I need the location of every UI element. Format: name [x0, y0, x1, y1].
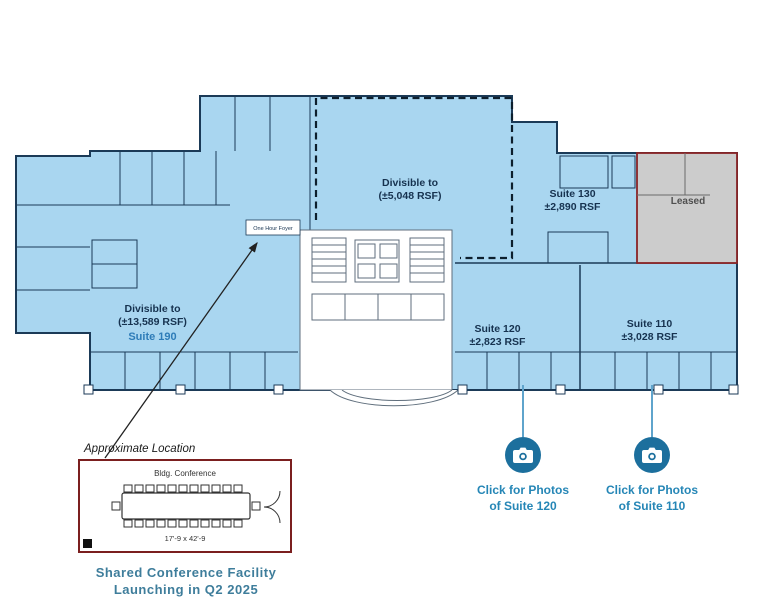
conference-chairs [111, 484, 261, 528]
leased-interior-walls [637, 153, 710, 196]
label-leased: Leased [648, 195, 728, 208]
conference-room-label: Bldg. Conference [154, 469, 216, 478]
divisible-suite-dashed-boundary [314, 96, 514, 260]
suite-size: (±13,589 RSF) [118, 316, 187, 328]
connector-suite-110 [651, 385, 653, 437]
photo-link-suite-110[interactable]: Click for Photos of Suite 110 [596, 437, 708, 514]
label-suite-120: Suite 120 ±2,823 RSF [440, 323, 555, 349]
camera-glyph [513, 447, 533, 463]
suite-size: ±2,823 RSF [469, 336, 526, 348]
photo-link-line-2: of Suite 110 [618, 499, 686, 513]
camera-glyph [642, 447, 662, 463]
stair-left [311, 237, 347, 283]
photo-link-line-1: Click for Photos [605, 483, 698, 497]
suite-number: Suite 190 [128, 331, 177, 343]
suite-name: Suite 120 [474, 323, 521, 335]
foyer-label: One Hour Foyer [253, 226, 293, 232]
camera-icon[interactable] [634, 437, 670, 473]
building-core [299, 229, 459, 407]
photo-link-line-1: Click for Photos [476, 483, 569, 497]
elevator-bank [354, 239, 400, 283]
approximate-location-label: Approximate Location [84, 443, 196, 455]
label-suite-190: Divisible to (±13,589 RSF) Suite 190 [80, 303, 225, 344]
caption-line-2: Launching in Q2 2025 [113, 582, 259, 597]
caption-line-1: Shared Conference Facility [95, 565, 277, 580]
conference-table [121, 492, 251, 520]
leased-suite-region [636, 152, 738, 264]
suite-name: Suite 130 [549, 188, 596, 200]
conference-room-drawing: Bldg. Conference 17'-9 [83, 469, 281, 548]
facade-columns [83, 384, 739, 395]
suite-name: Suite 110 [626, 318, 673, 330]
foyer-label-box [245, 219, 301, 236]
connector-suite-120 [522, 385, 524, 437]
conference-caption: Shared Conference Facility Launching in … [40, 564, 332, 598]
door-swing [263, 490, 281, 524]
suite-size: ±2,890 RSF [544, 201, 601, 213]
stair-right [409, 237, 445, 283]
camera-icon[interactable] [505, 437, 541, 473]
suite-name: Divisible to [381, 177, 438, 189]
conference-inset: Bldg. Conference 17'-9 [78, 459, 292, 553]
label-suite-130: Suite 130 ±2,890 RSF [520, 188, 625, 214]
photo-link-line-2: of Suite 120 [489, 499, 557, 513]
photo-link-text[interactable]: Click for Photos of Suite 110 [606, 482, 698, 514]
photo-link-text[interactable]: Click for Photos of Suite 120 [477, 482, 569, 514]
suite-size: (±5,048 RSF) [378, 190, 442, 202]
conference-dimensions: 17'-9 x 42'-9 [165, 534, 206, 543]
label-suite-110: Suite 110 ±3,028 RSF [592, 318, 707, 344]
label-divisible-5048: Divisible to (±5,048 RSF) [340, 177, 480, 203]
interior-walls [16, 96, 737, 390]
suite-size: ±3,028 RSF [621, 331, 678, 343]
corner-marker [83, 539, 92, 548]
inset-pointer-arrow [104, 241, 258, 459]
suite-name: Leased [670, 196, 706, 207]
suite-name: Divisible to [124, 303, 181, 315]
photo-link-suite-120[interactable]: Click for Photos of Suite 120 [467, 437, 579, 514]
